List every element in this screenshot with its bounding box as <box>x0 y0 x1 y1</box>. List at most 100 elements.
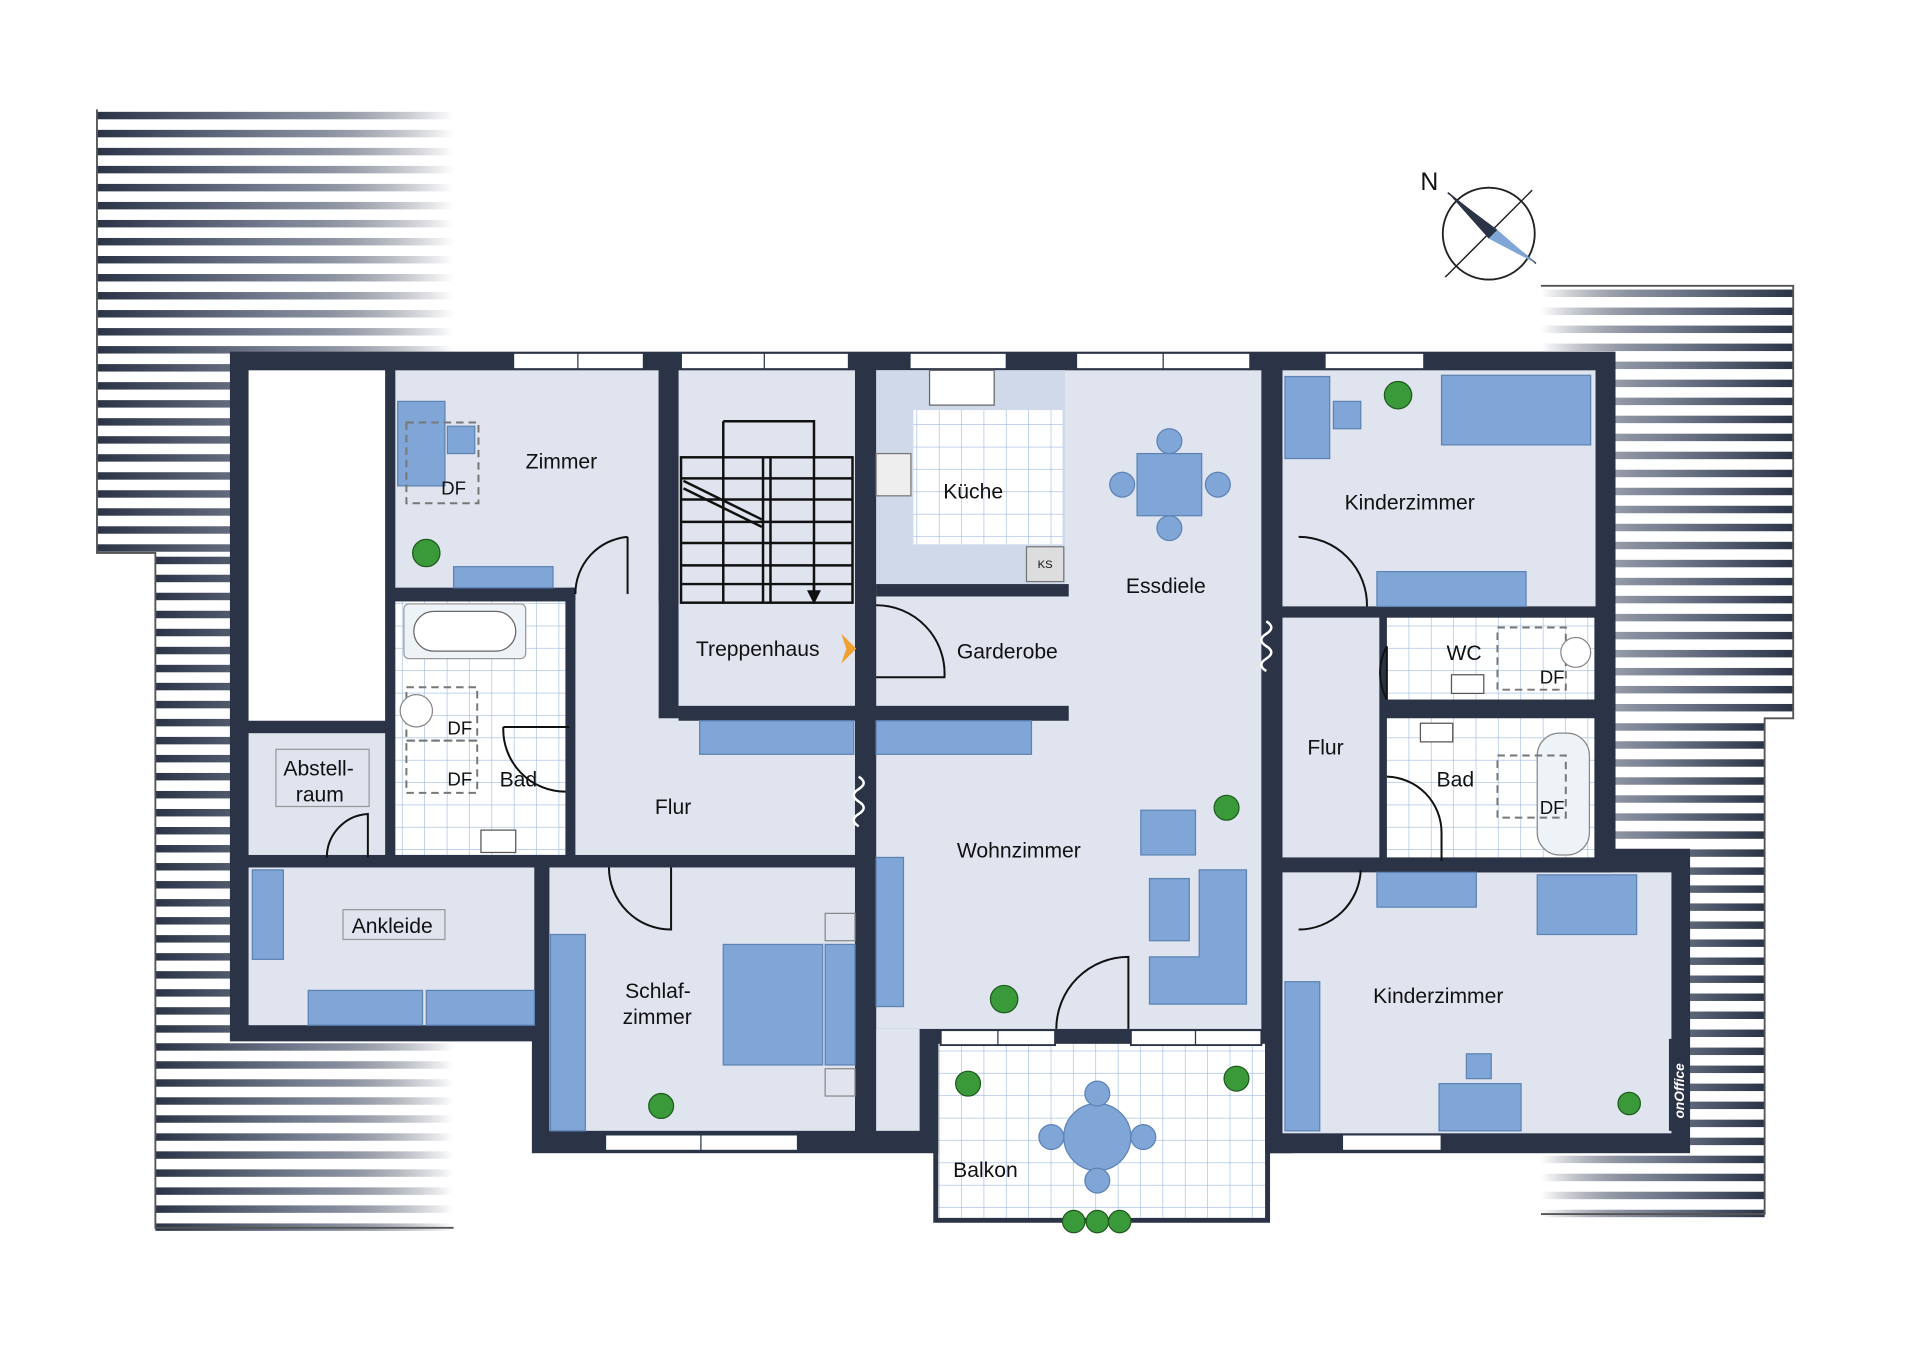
terrace-stripe <box>96 274 454 282</box>
label-abstellraum-2: raum <box>296 784 344 807</box>
terrace-stripe <box>1540 613 1794 622</box>
terrace-stripe <box>155 1187 454 1195</box>
terrace-stripe <box>1540 667 1794 676</box>
doors <box>325 535 1443 1029</box>
label-wohnzimmer: Wohnzimmer <box>957 839 1081 862</box>
terrace-stripe <box>1540 361 1794 370</box>
terrace-stripe <box>155 1043 454 1051</box>
label-bad-left: Bad <box>500 769 538 792</box>
terrace-stripe <box>96 183 454 192</box>
terrace-stripe <box>96 201 454 210</box>
svg-text:onOffice: onOffice <box>1672 1063 1687 1119</box>
terrace-stripe <box>1540 307 1794 316</box>
terrace-stripe <box>1540 723 1765 731</box>
plant-icon <box>1223 1065 1250 1092</box>
terrace-stripe <box>1540 777 1765 785</box>
terrace-stripe <box>1540 487 1794 496</box>
plant-icon <box>989 984 1019 1014</box>
terrace-stripe <box>155 1097 454 1105</box>
label-treppenhaus: Treppenhaus <box>696 638 820 661</box>
label-schlafzimmer-2: zimmer <box>623 1006 692 1029</box>
terrace-stripe <box>1540 415 1794 424</box>
terrace-stripe <box>96 328 454 336</box>
plant-icon <box>1107 1209 1132 1234</box>
label-abstellraum-1: Abstell- <box>283 757 353 780</box>
terrace-stripe <box>1540 523 1794 532</box>
stair-direction-arrow-icon <box>841 633 857 664</box>
terrace-stripe <box>155 1115 454 1123</box>
label-df: DF <box>1540 797 1565 818</box>
label-flur-right: Flur <box>1307 736 1343 759</box>
terrace-stripe <box>1540 397 1794 406</box>
label-flur-left: Flur <box>655 796 691 819</box>
terrace-stripe <box>1540 1173 1765 1182</box>
plant-icon <box>1617 1091 1641 1116</box>
plant-icon <box>1213 794 1240 821</box>
plant-icon <box>411 538 441 568</box>
label-wc: WC <box>1447 642 1482 665</box>
storage-strip <box>248 370 386 721</box>
terrace-stripe <box>1540 795 1765 803</box>
terrace-stripe <box>155 1133 454 1141</box>
label-df: DF <box>447 768 472 789</box>
plant-icon <box>648 1092 675 1120</box>
terrace-stripe <box>1540 1191 1765 1200</box>
terrace-outline-right <box>1540 284 1795 1216</box>
room-treppenhaus <box>678 370 855 706</box>
room-labels: Zimmer Küche KS Essdiele Kinderzimmer Tr… <box>283 450 1564 1181</box>
terrace-stripe <box>1540 541 1794 550</box>
terrace-stripe <box>1540 759 1765 767</box>
terrace-stripe <box>1540 595 1794 604</box>
label-garderobe: Garderobe <box>957 641 1058 664</box>
furniture <box>251 369 1638 1194</box>
label-ankleide: Ankleide <box>352 915 433 938</box>
onoffice-logo: onOffice <box>1668 1038 1689 1131</box>
terrace-stripe <box>1540 289 1794 297</box>
terrace-stripe <box>96 129 454 138</box>
terrace-stripe <box>1540 379 1794 388</box>
plant-icon <box>955 1070 982 1097</box>
terrace-stripe <box>155 1151 454 1159</box>
staircase <box>679 420 854 605</box>
terrace-stripe <box>155 1169 454 1177</box>
label-df: DF <box>441 478 466 499</box>
terrace-stripe <box>1540 469 1794 478</box>
terrace-stripe <box>96 310 454 318</box>
terrace-stripe <box>155 1079 454 1087</box>
plant-icon <box>1085 1209 1110 1234</box>
terrace-stripe <box>1540 813 1765 821</box>
windows <box>512 351 1443 1152</box>
terrace-stripe <box>1540 649 1794 658</box>
building <box>229 351 1691 1223</box>
room-wc <box>1385 617 1595 700</box>
terrace-stripe <box>96 292 454 300</box>
terrace-stripe <box>96 237 454 246</box>
terrace-stripe <box>1540 343 1794 352</box>
label-schlafzimmer-1: Schlaf- <box>625 980 691 1003</box>
label-kueche: Küche <box>943 480 1003 503</box>
terrace-stripe <box>96 147 454 156</box>
plant-icon <box>1383 380 1413 410</box>
label-kinderzimmer-bottom: Kinderzimmer <box>1373 985 1503 1008</box>
terrace-stripe <box>96 165 454 174</box>
terrace-stripe <box>1540 1155 1765 1164</box>
terrace-stripe <box>96 346 454 354</box>
terrace-stripe <box>155 1061 454 1069</box>
compass-north-label: N <box>1420 169 1438 196</box>
terrace-stripe <box>1540 577 1794 586</box>
terrace-stripe <box>96 111 454 120</box>
terrace-stripe <box>1540 451 1794 460</box>
label-df: DF <box>447 717 472 738</box>
label-df: DF <box>1540 666 1565 687</box>
label-balkon: Balkon <box>953 1159 1018 1182</box>
terrace-stripe <box>1540 325 1794 334</box>
label-ks: KS <box>1038 559 1053 571</box>
terrace-stripe <box>1540 741 1765 749</box>
terrace-stripe <box>1540 685 1794 694</box>
terrace-stripe <box>1540 433 1794 442</box>
terrace-stripe <box>1540 631 1794 640</box>
terrace-stripe <box>96 255 454 264</box>
label-essdiele: Essdiele <box>1126 575 1206 598</box>
terrace-stripe <box>1540 559 1794 568</box>
